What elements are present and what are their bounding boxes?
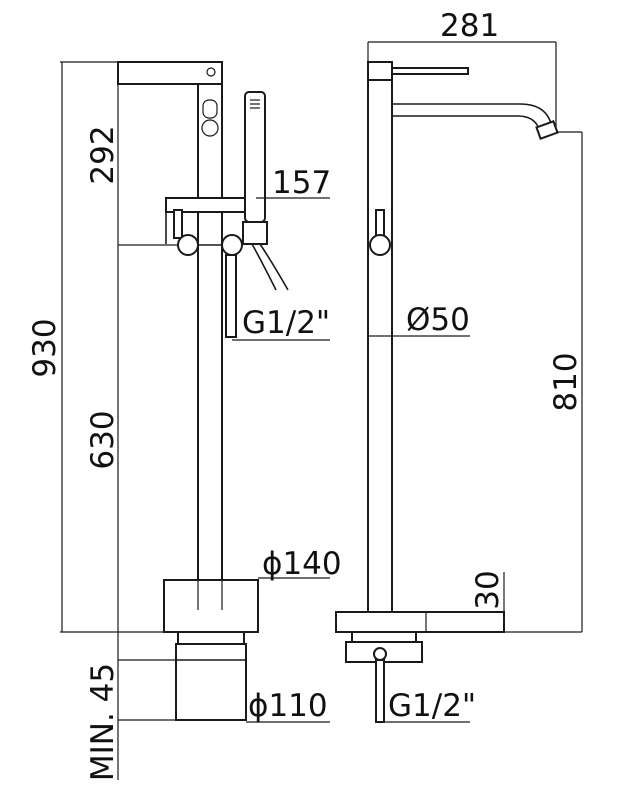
side-lever (391, 67, 469, 75)
dim-810-label: 810 (548, 352, 584, 411)
column-opening (202, 99, 218, 119)
hose-a (251, 243, 277, 291)
side-inlet-eye (373, 647, 387, 661)
side-base (335, 611, 505, 633)
floor-box (175, 643, 247, 721)
dim-min45-label: MIN. 45 (85, 663, 121, 781)
diverter-hub (221, 234, 243, 256)
spout-tip (535, 120, 559, 140)
dim-g12-left-label: G1/2" (242, 305, 330, 341)
floor-flange (177, 631, 245, 645)
lever (173, 209, 183, 239)
dim-292-label: 292 (85, 125, 121, 184)
base-plinth (163, 579, 259, 633)
right-view: 281 810 30 Ø50 G1/2" (335, 8, 584, 724)
dim-281-label: 281 (440, 8, 499, 44)
dim-930-label: 930 (27, 318, 63, 377)
hand-shower (244, 91, 266, 223)
lever-hub (177, 234, 199, 256)
dim-50-label: Ø50 (406, 302, 470, 338)
side-top-cap (367, 61, 393, 81)
cap-screw (206, 67, 216, 77)
dim-140-label: ϕ140 (262, 546, 342, 582)
dim-630-label: 630 (85, 410, 121, 469)
left-view: 930 292 630 MIN. 45 157 G1/2" ϕ140 ϕ110 (27, 61, 342, 781)
side-mid-hub (369, 234, 391, 256)
side-flange (351, 631, 417, 643)
column-knob (201, 119, 219, 137)
main-column (197, 83, 223, 581)
side-column (367, 79, 393, 613)
side-inlet-spigot (375, 659, 385, 723)
dim-157-label: 157 (272, 165, 331, 201)
spout-bottom (392, 115, 541, 133)
inlet-spigot (225, 254, 237, 338)
hose-b (259, 243, 289, 291)
top-cap (117, 61, 223, 85)
shower-holder (242, 221, 268, 245)
dim-110-label: ϕ110 (248, 688, 328, 724)
dim-30-label: 30 (470, 570, 506, 609)
dim-g12-right-label: G1/2" (388, 688, 476, 724)
